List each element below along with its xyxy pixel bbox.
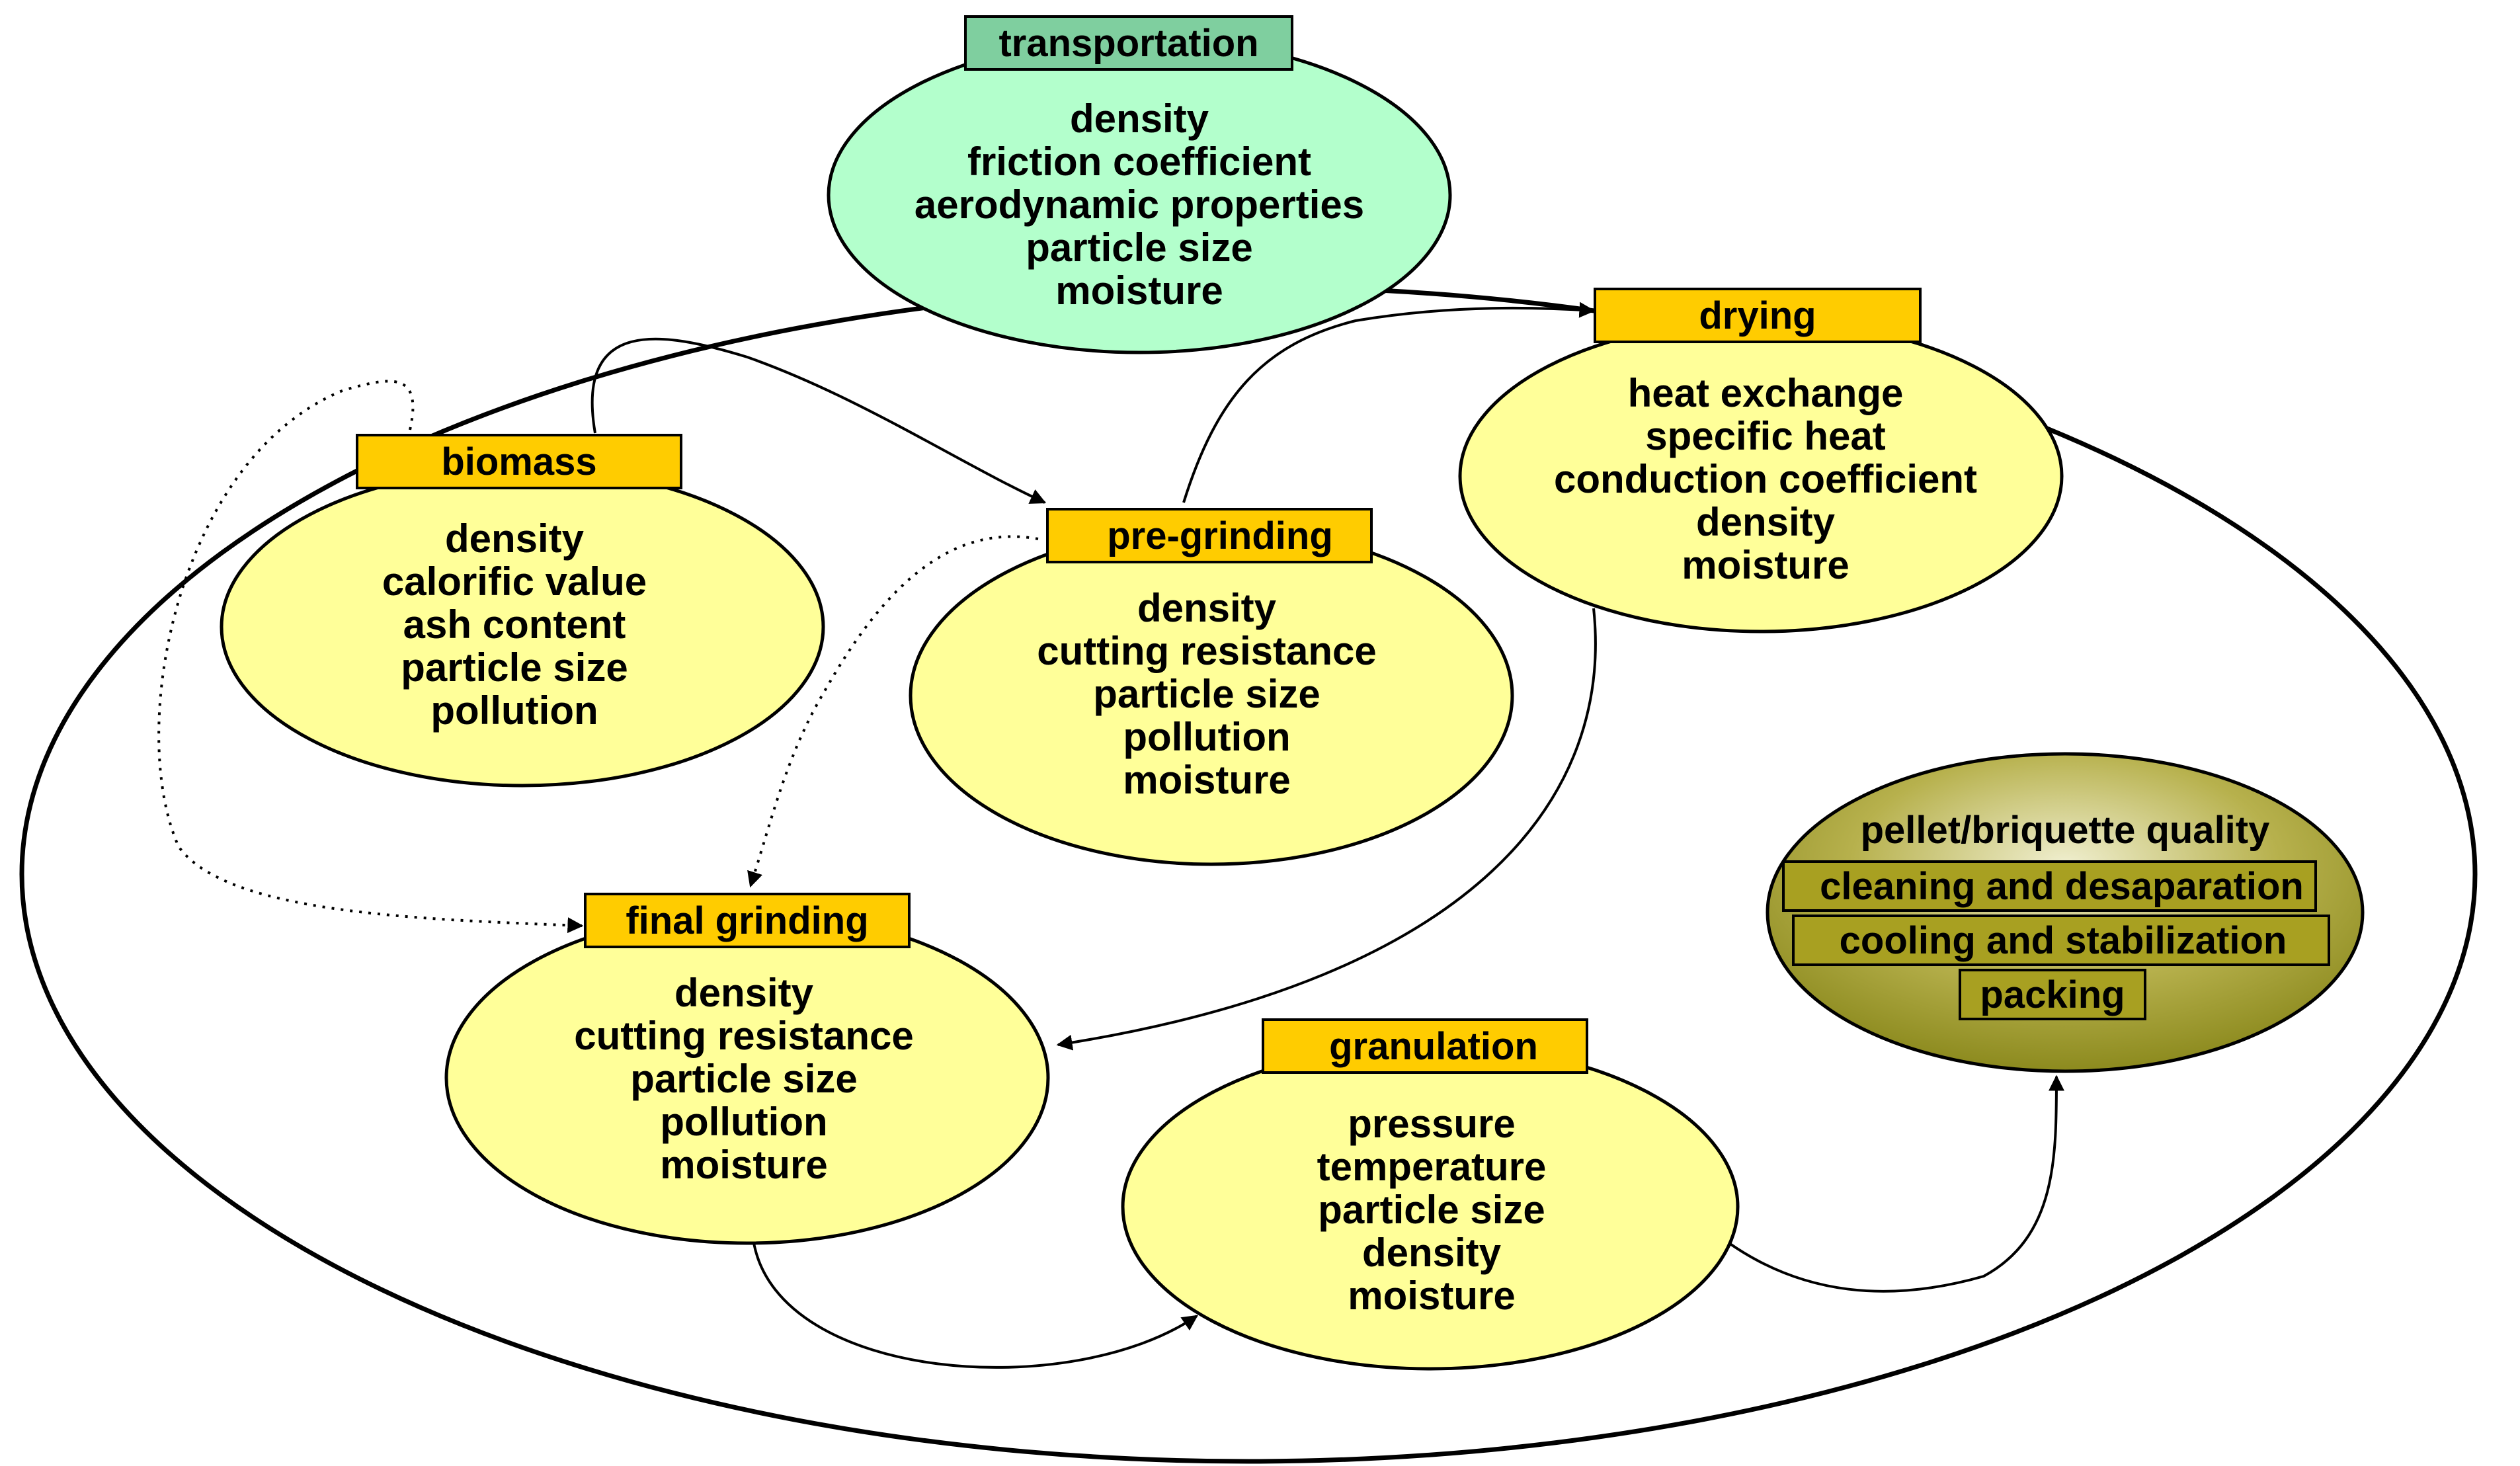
arrow-pre-grinding-to-drying: [1182, 302, 1596, 503]
arrow-biomass-to-pre-grinding: [590, 337, 1047, 504]
quality-ellipse: [1766, 752, 2365, 1073]
transportation-prop: aerodynamic properties: [915, 183, 1364, 227]
drying-prop: density: [1696, 500, 1836, 544]
arrow-final-grinding-to-granulation: [752, 1242, 1198, 1369]
node-quality: pellet/briquette quality cleaning and de…: [1766, 752, 2365, 1073]
quality-title: pellet/briquette quality: [1861, 809, 2270, 852]
quality-step: packing: [1980, 973, 2125, 1016]
transportation-label: transportation: [998, 22, 1258, 65]
pre-grinding-prop: moisture: [1123, 758, 1290, 802]
pre-grinding-label: pre-grinding: [1107, 514, 1333, 557]
drying-prop: heat exchange: [1628, 371, 1904, 415]
granulation-prop: particle size: [1318, 1188, 1545, 1232]
granulation-label: granulation: [1329, 1025, 1538, 1068]
granulation-prop: density: [1362, 1231, 1502, 1275]
granulation-prop: moisture: [1348, 1274, 1515, 1318]
node-final-grinding: final grinding density cutting resistanc…: [444, 893, 1050, 1245]
biomass-label-box: [356, 434, 682, 489]
granulation-prop: pressure: [1348, 1102, 1515, 1146]
quality-step-box: [1782, 860, 2317, 912]
final-grinding-label: final grinding: [626, 899, 868, 942]
node-pre-grinding: pre-grinding density cutting resistance …: [909, 508, 1514, 866]
final-grinding-prop: moisture: [660, 1143, 827, 1187]
node-drying: drying heat exchange specific heat condu…: [1458, 288, 2064, 633]
final-grinding-prop: pollution: [660, 1100, 827, 1144]
final-grinding-prop: density: [674, 971, 814, 1015]
biomass-prop: calorific value: [382, 559, 647, 604]
node-granulation: granulation pressure temperature particl…: [1121, 1018, 1740, 1371]
transportation-prop: particle size: [1026, 225, 1253, 270]
biomass-prop: pollution: [430, 688, 598, 733]
pre-grinding-prop: cutting resistance: [1037, 629, 1377, 673]
granulation-label-box: [1262, 1018, 1588, 1074]
pre-grinding-label-box: [1046, 508, 1373, 563]
final-grinding-prop: cutting resistance: [574, 1014, 914, 1058]
pre-grinding-prop: pollution: [1123, 715, 1290, 759]
transportation-prop: friction coefficient: [967, 140, 1311, 184]
drying-prop: moisture: [1682, 543, 1849, 587]
final-grinding-label-box: [584, 893, 911, 948]
node-transportation: transportation density friction coeffici…: [827, 15, 1452, 354]
node-biomass: biomass density calorific value ash cont…: [220, 434, 825, 788]
arrow-granulation-to-quality: [1728, 1075, 2064, 1293]
granulation-prop: temperature: [1317, 1145, 1547, 1189]
drying-prop: specific heat: [1645, 414, 1886, 458]
transportation-label-box: [964, 15, 1293, 71]
biomass-label: biomass: [441, 440, 596, 483]
biomass-prop: ash content: [403, 602, 626, 647]
connectors: [157, 302, 2064, 1369]
quality-step: cleaning and desaparation: [1820, 865, 2304, 908]
final-grinding-prop: particle size: [630, 1057, 858, 1101]
transportation-prop: density: [1070, 97, 1209, 141]
pre-grinding-prop: particle size: [1093, 672, 1321, 716]
arrow-drying-to-final-grinding: [1056, 608, 1597, 1051]
pre-grinding-prop: density: [1137, 586, 1277, 630]
biomass-prop: density: [445, 516, 585, 561]
quality-step-box: [1792, 915, 2330, 966]
transportation-prop: moisture: [1055, 268, 1223, 313]
dotted-arrow-pre-grinding-to-final-grinding: [747, 535, 1039, 888]
drying-label: drying: [1699, 294, 1816, 337]
biomass-prop: particle size: [401, 645, 628, 690]
quality-step: cooling and stabilization: [1840, 919, 2287, 962]
drying-prop: conduction coefficient: [1554, 457, 1977, 501]
drying-label-box: [1594, 288, 1922, 343]
quality-step-box: [1959, 969, 2146, 1020]
